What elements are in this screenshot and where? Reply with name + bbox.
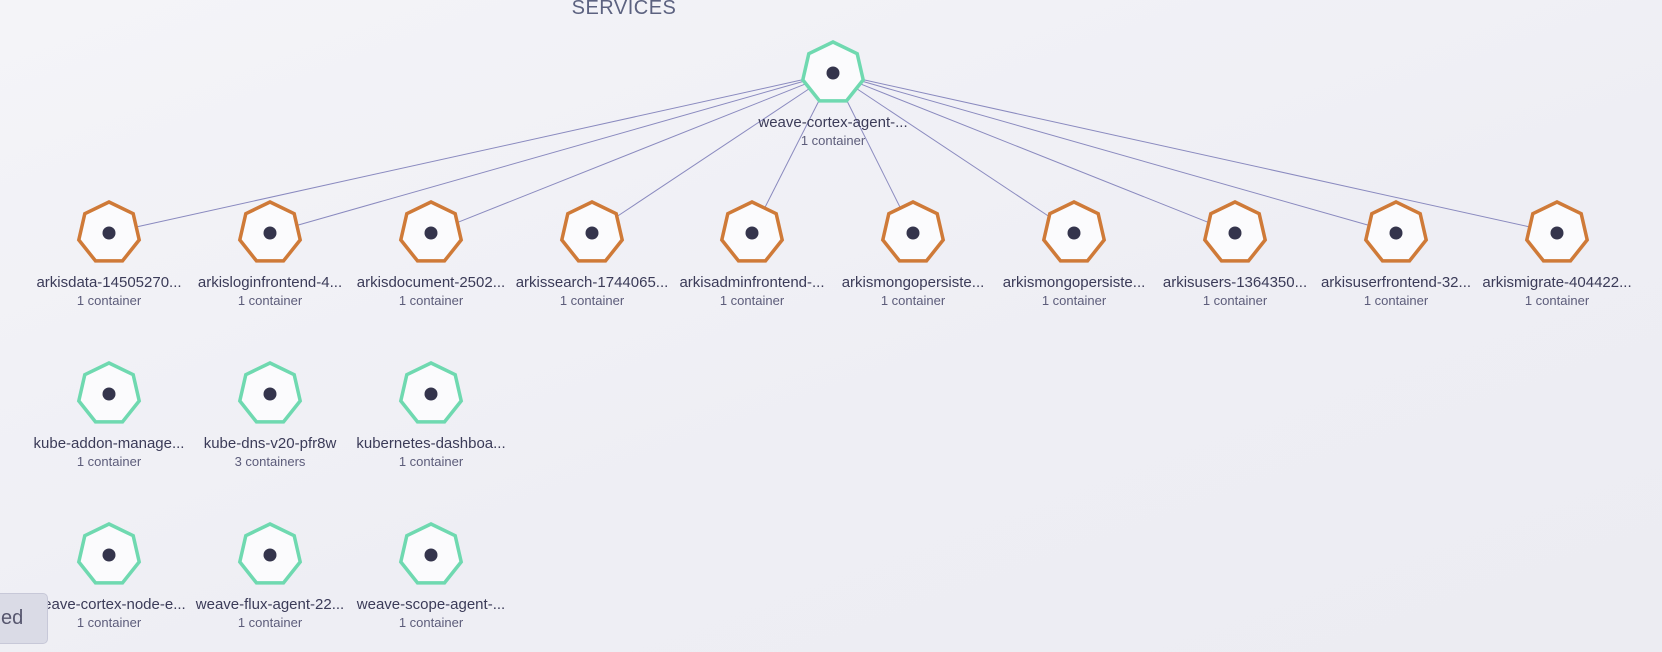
node-subtitle: 1 container — [238, 615, 303, 630]
node-center-dot-icon — [745, 226, 759, 240]
node-subtitle: 1 container — [560, 293, 625, 308]
node-center-dot-icon — [1550, 226, 1564, 240]
node-weave-cortex-agent[interactable]: weave-cortex-agent-... 1 container — [757, 40, 908, 148]
section-title: SERVICES — [572, 0, 677, 19]
nodes: weave-cortex-agent-...1 containerarkisda… — [31, 40, 1632, 630]
node-label: arkismongopersiste... — [1003, 274, 1146, 291]
node-arkisuserfrontend[interactable]: arkisuserfrontend-32... 1 container — [1321, 200, 1471, 308]
node-subtitle: 1 container — [1203, 293, 1268, 308]
edge-line — [856, 88, 1051, 218]
node-center-dot-icon — [263, 387, 277, 401]
node-label: weave-cortex-node-e... — [31, 596, 185, 613]
node-center-dot-icon — [263, 226, 277, 240]
node-label: arkissearch-1744065... — [516, 274, 669, 291]
edge-line — [764, 98, 821, 208]
node-subtitle: 1 container — [1525, 293, 1590, 308]
edge-line — [457, 83, 807, 223]
node-arkisusers[interactable]: arkisusers-1364350... 1 container — [1163, 200, 1307, 308]
node-label: arkismongopersiste... — [842, 274, 985, 291]
node-center-dot-icon — [1389, 226, 1403, 240]
node-kube-dns[interactable]: kube-dns-v20-pfr8w 3 containers — [204, 361, 337, 469]
node-kube-addon-manager[interactable]: kube-addon-manage... 1 container — [34, 361, 185, 469]
node-subtitle: 1 container — [801, 133, 866, 148]
node-center-dot-icon — [424, 387, 438, 401]
node-subtitle: 1 container — [1364, 293, 1429, 308]
edge-line — [137, 78, 805, 228]
node-subtitle: 3 containers — [235, 454, 306, 469]
node-kubernetes-dashboard[interactable]: kubernetes-dashboa... 1 container — [356, 361, 506, 469]
node-arkissearch[interactable]: arkissearch-1744065... 1 container — [516, 200, 669, 308]
edge-line — [845, 98, 901, 208]
node-subtitle: 1 container — [399, 454, 464, 469]
node-center-dot-icon — [424, 226, 438, 240]
node-label: weave-scope-agent-... — [356, 596, 505, 613]
node-label: arkisloginfrontend-4... — [198, 274, 342, 291]
node-label: kube-addon-manage... — [34, 435, 185, 452]
edge-line — [297, 80, 806, 226]
node-label: kubernetes-dashboa... — [356, 435, 505, 452]
node-label: arkisdata-14505270... — [36, 274, 181, 291]
node-subtitle: 1 container — [399, 615, 464, 630]
node-subtitle: 1 container — [881, 293, 946, 308]
node-arkisdocument[interactable]: arkisdocument-2502... 1 container — [357, 200, 505, 308]
node-center-dot-icon — [826, 66, 840, 80]
edge-line — [615, 88, 810, 218]
node-arkisloginfrontend[interactable]: arkisloginfrontend-4... 1 container — [198, 200, 342, 308]
node-center-dot-icon — [1228, 226, 1242, 240]
edge-line — [860, 80, 1369, 226]
edge-line — [861, 78, 1529, 228]
node-subtitle: 1 container — [720, 293, 785, 308]
node-label: arkisuserfrontend-32... — [1321, 274, 1471, 291]
hidden-nodes-button[interactable]: ed — [0, 593, 48, 644]
node-subtitle: 1 container — [1042, 293, 1107, 308]
node-center-dot-icon — [906, 226, 920, 240]
node-arkismigrate[interactable]: arkismigrate-404422... 1 container — [1482, 200, 1632, 308]
node-label: arkisadminfrontend-... — [679, 274, 824, 291]
node-label: weave-flux-agent-22... — [195, 596, 344, 613]
edge-line — [859, 83, 1209, 223]
node-label: arkisdocument-2502... — [357, 274, 505, 291]
node-center-dot-icon — [1067, 226, 1081, 240]
node-subtitle: 1 container — [399, 293, 464, 308]
node-label: arkisusers-1364350... — [1163, 274, 1307, 291]
edges — [137, 78, 1529, 228]
node-center-dot-icon — [424, 548, 438, 562]
node-arkisdata[interactable]: arkisdata-14505270... 1 container — [36, 200, 182, 308]
node-label: arkismigrate-404422... — [1482, 274, 1631, 291]
node-subtitle: 1 container — [77, 454, 142, 469]
node-subtitle: 1 container — [77, 293, 142, 308]
node-label: weave-cortex-agent-... — [757, 114, 907, 131]
node-weave-scope-agent[interactable]: weave-scope-agent-... 1 container — [356, 522, 505, 630]
node-arkismongopersiste-1[interactable]: arkismongopersiste... 1 container — [842, 200, 985, 308]
node-center-dot-icon — [585, 226, 599, 240]
node-label: kube-dns-v20-pfr8w — [204, 435, 337, 452]
node-arkisadminfrontend[interactable]: arkisadminfrontend-... 1 container — [679, 200, 825, 308]
node-weave-cortex-node-e[interactable]: weave-cortex-node-e... 1 container — [31, 522, 186, 630]
node-weave-flux-agent[interactable]: weave-flux-agent-22... 1 container — [195, 522, 344, 630]
node-arkismongopersiste-2[interactable]: arkismongopersiste... 1 container — [1003, 200, 1146, 308]
node-subtitle: 1 container — [238, 293, 303, 308]
node-center-dot-icon — [102, 548, 116, 562]
node-subtitle: 1 container — [77, 615, 142, 630]
node-center-dot-icon — [102, 226, 116, 240]
node-center-dot-icon — [102, 387, 116, 401]
node-center-dot-icon — [263, 548, 277, 562]
